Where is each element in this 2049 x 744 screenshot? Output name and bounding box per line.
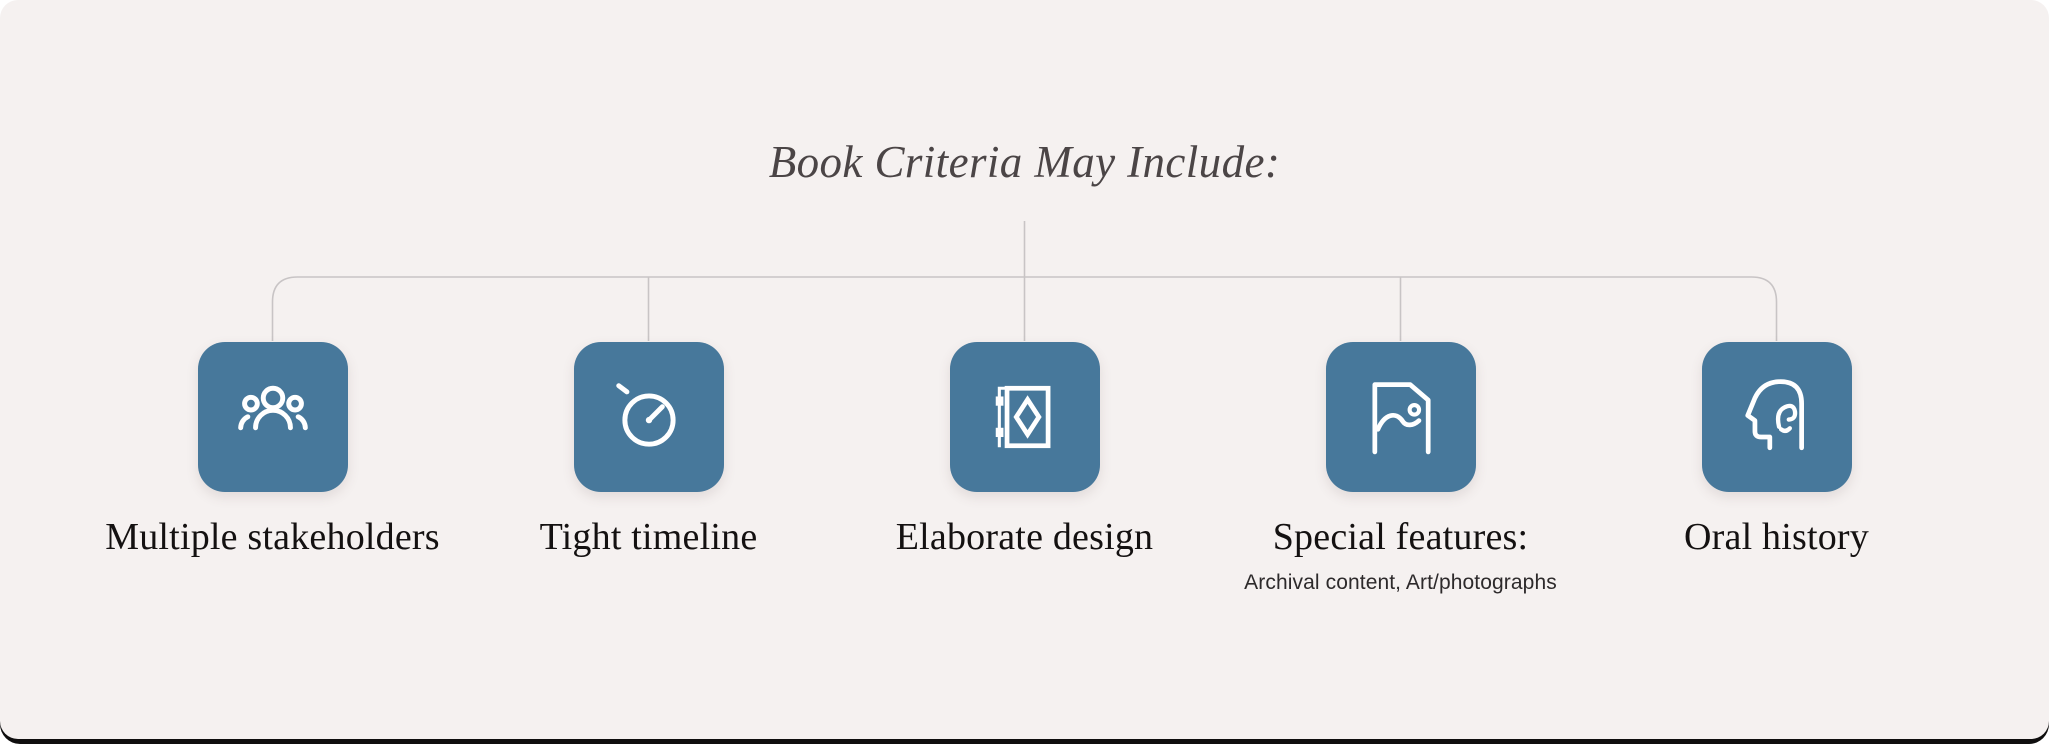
tile-multiple-stakeholders (197, 342, 348, 492)
criteria-label: Oral history (1684, 516, 1869, 558)
diagram-title: Book Criteria May Include: (768, 137, 1281, 187)
criteria-item-multiple-stakeholders: Multiple stakeholders (85, 342, 461, 595)
image-document-icon (1371, 382, 1431, 455)
ornate-book-icon (995, 385, 1050, 449)
criteria-row: Multiple stakeholders Tight timeline (0, 342, 2049, 595)
criteria-item-tight-timeline: Tight timeline (461, 342, 837, 595)
criteria-label: Elaborate design (895, 516, 1154, 558)
tile-elaborate-design (949, 342, 1100, 492)
criteria-item-special-features: Special features: Archival content, Art/… (1213, 342, 1589, 595)
criteria-label: Tight timeline (539, 516, 758, 558)
criteria-item-elaborate-design: Elaborate design (837, 342, 1213, 595)
stopwatch-icon (615, 383, 676, 447)
criteria-label: Multiple stakeholders (105, 516, 440, 558)
tile-oral-history (1701, 342, 1852, 492)
criteria-label: Special features: (1272, 516, 1529, 558)
criteria-item-oral-history: Oral history (1589, 342, 1965, 595)
criteria-sublabel: Archival content, Art/photographs (1244, 571, 1557, 594)
head-listening-icon (1744, 379, 1804, 451)
people-group-icon (237, 385, 308, 431)
tile-special-features (1325, 342, 1476, 492)
tile-tight-timeline (573, 342, 724, 492)
